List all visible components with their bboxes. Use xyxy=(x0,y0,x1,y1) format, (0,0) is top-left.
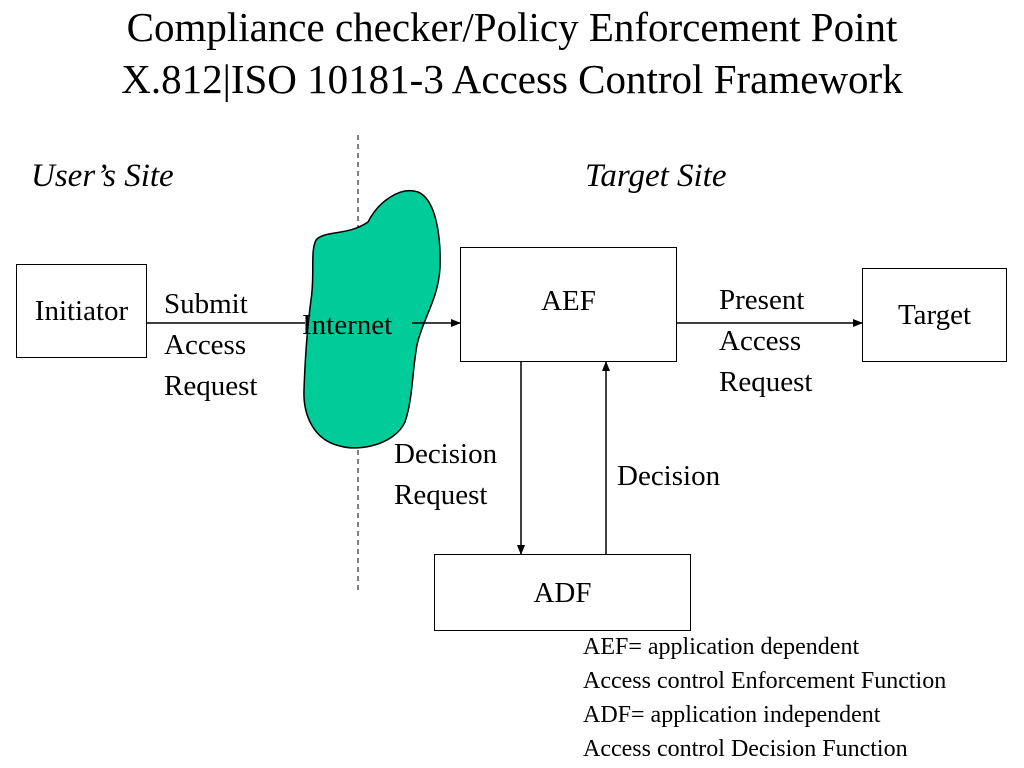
adf-label: ADF xyxy=(533,576,592,609)
target-site-label: Target Site xyxy=(585,158,727,194)
legend: AEF= application dependent Access contro… xyxy=(583,630,946,766)
aef-label: AEF xyxy=(541,285,596,317)
adf-box: ADF xyxy=(434,554,691,631)
submit-access-request-label: Submit Access Request xyxy=(164,284,257,407)
internet-cloud-shape xyxy=(303,190,441,449)
decision-request-label: Decision Request xyxy=(394,434,497,516)
target-label: Target xyxy=(897,299,972,331)
legend-line-4: Access control Decision Function xyxy=(583,736,908,762)
aef-box: AEF xyxy=(460,247,677,362)
present-access-request-line-3: Request xyxy=(719,366,813,398)
user-site-label: User’s Site xyxy=(31,158,174,194)
present-access-request-line-2: Access xyxy=(719,325,802,357)
decision-request-line-1: Decision xyxy=(394,438,498,470)
submit-access-request-line-3: Request xyxy=(164,370,258,402)
title-line-1: Compliance checker/Policy Enforcement Po… xyxy=(126,4,898,50)
submit-access-request-line-1: Submit xyxy=(164,288,248,320)
target-box: Target xyxy=(862,268,1007,362)
present-access-request-line-1: Present xyxy=(719,284,805,316)
decision-request-line-2: Request xyxy=(394,479,488,511)
initiator-label: Initiator xyxy=(34,295,129,327)
legend-line-2: Access control Enforcement Function xyxy=(583,668,947,694)
legend-line-1: AEF= application dependent xyxy=(583,634,860,660)
initiator-box: Initiator xyxy=(16,264,147,358)
present-access-request-label: Present Access Request xyxy=(719,280,812,403)
submit-access-request-line-2: Access xyxy=(164,329,247,361)
title-line-2: X.812|ISO 10181-3 Access Control Framewo… xyxy=(121,56,903,102)
decision-label: Decision xyxy=(617,460,721,492)
internet-label: Internet xyxy=(302,309,393,341)
legend-line-3: ADF= application independent xyxy=(583,702,881,728)
